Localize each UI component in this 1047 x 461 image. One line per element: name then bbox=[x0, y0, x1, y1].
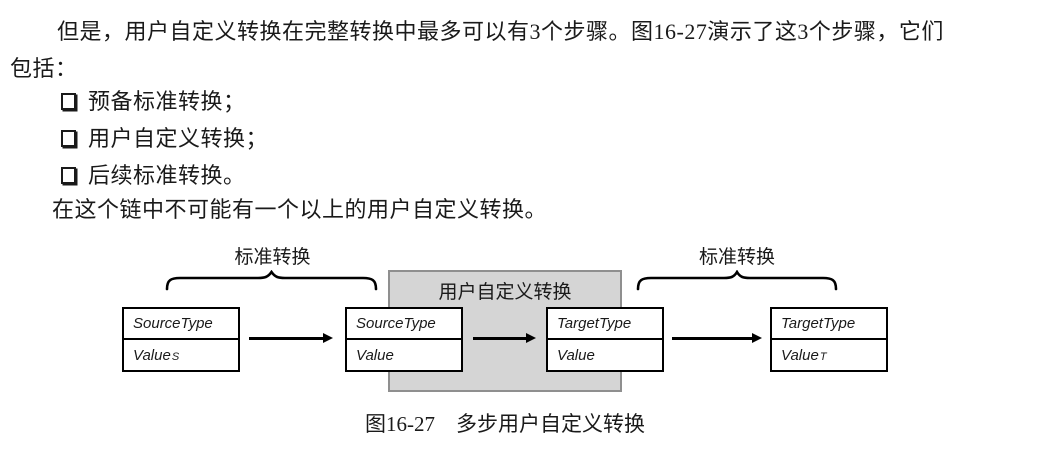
list-item: 用户自定义转换； bbox=[61, 126, 268, 152]
bullet-square-icon bbox=[61, 92, 76, 110]
box-type-row: SourceType bbox=[347, 309, 461, 340]
left-brace-icon bbox=[165, 270, 378, 291]
figure-caption: 图16-27 多步用户自定义转换 bbox=[365, 412, 645, 436]
box-type-label: SourceType bbox=[356, 315, 436, 332]
bullet-square-icon bbox=[61, 129, 76, 147]
box-type-row: TargetType bbox=[772, 309, 886, 340]
user-defined-conversion-label: 用户自定义转换 bbox=[438, 282, 572, 303]
paragraph-line-2: 包括： bbox=[10, 56, 78, 81]
box-type-row: TargetType bbox=[548, 309, 662, 340]
box-value-label: Value bbox=[557, 346, 595, 364]
arrow-icon bbox=[249, 333, 333, 342]
right-brace-icon bbox=[636, 270, 838, 291]
closing-line: 在这个链中不可能有一个以上的用户自定义转换。 bbox=[52, 197, 548, 222]
box-type-label: TargetType bbox=[781, 315, 856, 332]
box-type-label: TargetType bbox=[557, 315, 632, 332]
bullet-square-icon bbox=[61, 166, 76, 184]
box-value-label: Value bbox=[356, 346, 394, 364]
standard-conversion-label-left: 标准转换 bbox=[234, 247, 311, 268]
box-value-row: Value bbox=[548, 340, 662, 370]
list-item-label: 用户自定义转换； bbox=[88, 126, 269, 151]
source-box-2: SourceType Value bbox=[345, 307, 463, 372]
paragraph-line-1: 但是，用户自定义转换在完整转换中最多可以有3个步骤。图16-27演示了这3个步骤… bbox=[57, 19, 944, 44]
arrow-icon bbox=[473, 333, 536, 342]
target-box-1: TargetType Value bbox=[546, 307, 664, 372]
box-value-subscript: T bbox=[819, 350, 827, 363]
box-value-subscript: S bbox=[171, 350, 180, 363]
box-type-row: SourceType bbox=[124, 309, 238, 340]
box-value-row: Value bbox=[347, 340, 461, 370]
box-value-label: Value bbox=[133, 346, 171, 364]
box-value-label: Value bbox=[781, 346, 819, 364]
box-type-label: SourceType bbox=[133, 315, 213, 332]
list-item-label: 后续标准转换。 bbox=[88, 163, 246, 188]
list-item: 预备标准转换； bbox=[61, 89, 246, 115]
arrow-icon bbox=[672, 333, 762, 342]
list-item: 后续标准转换。 bbox=[61, 163, 246, 189]
standard-conversion-label-right: 标准转换 bbox=[698, 247, 775, 268]
list-item-label: 预备标准转换； bbox=[88, 89, 246, 114]
